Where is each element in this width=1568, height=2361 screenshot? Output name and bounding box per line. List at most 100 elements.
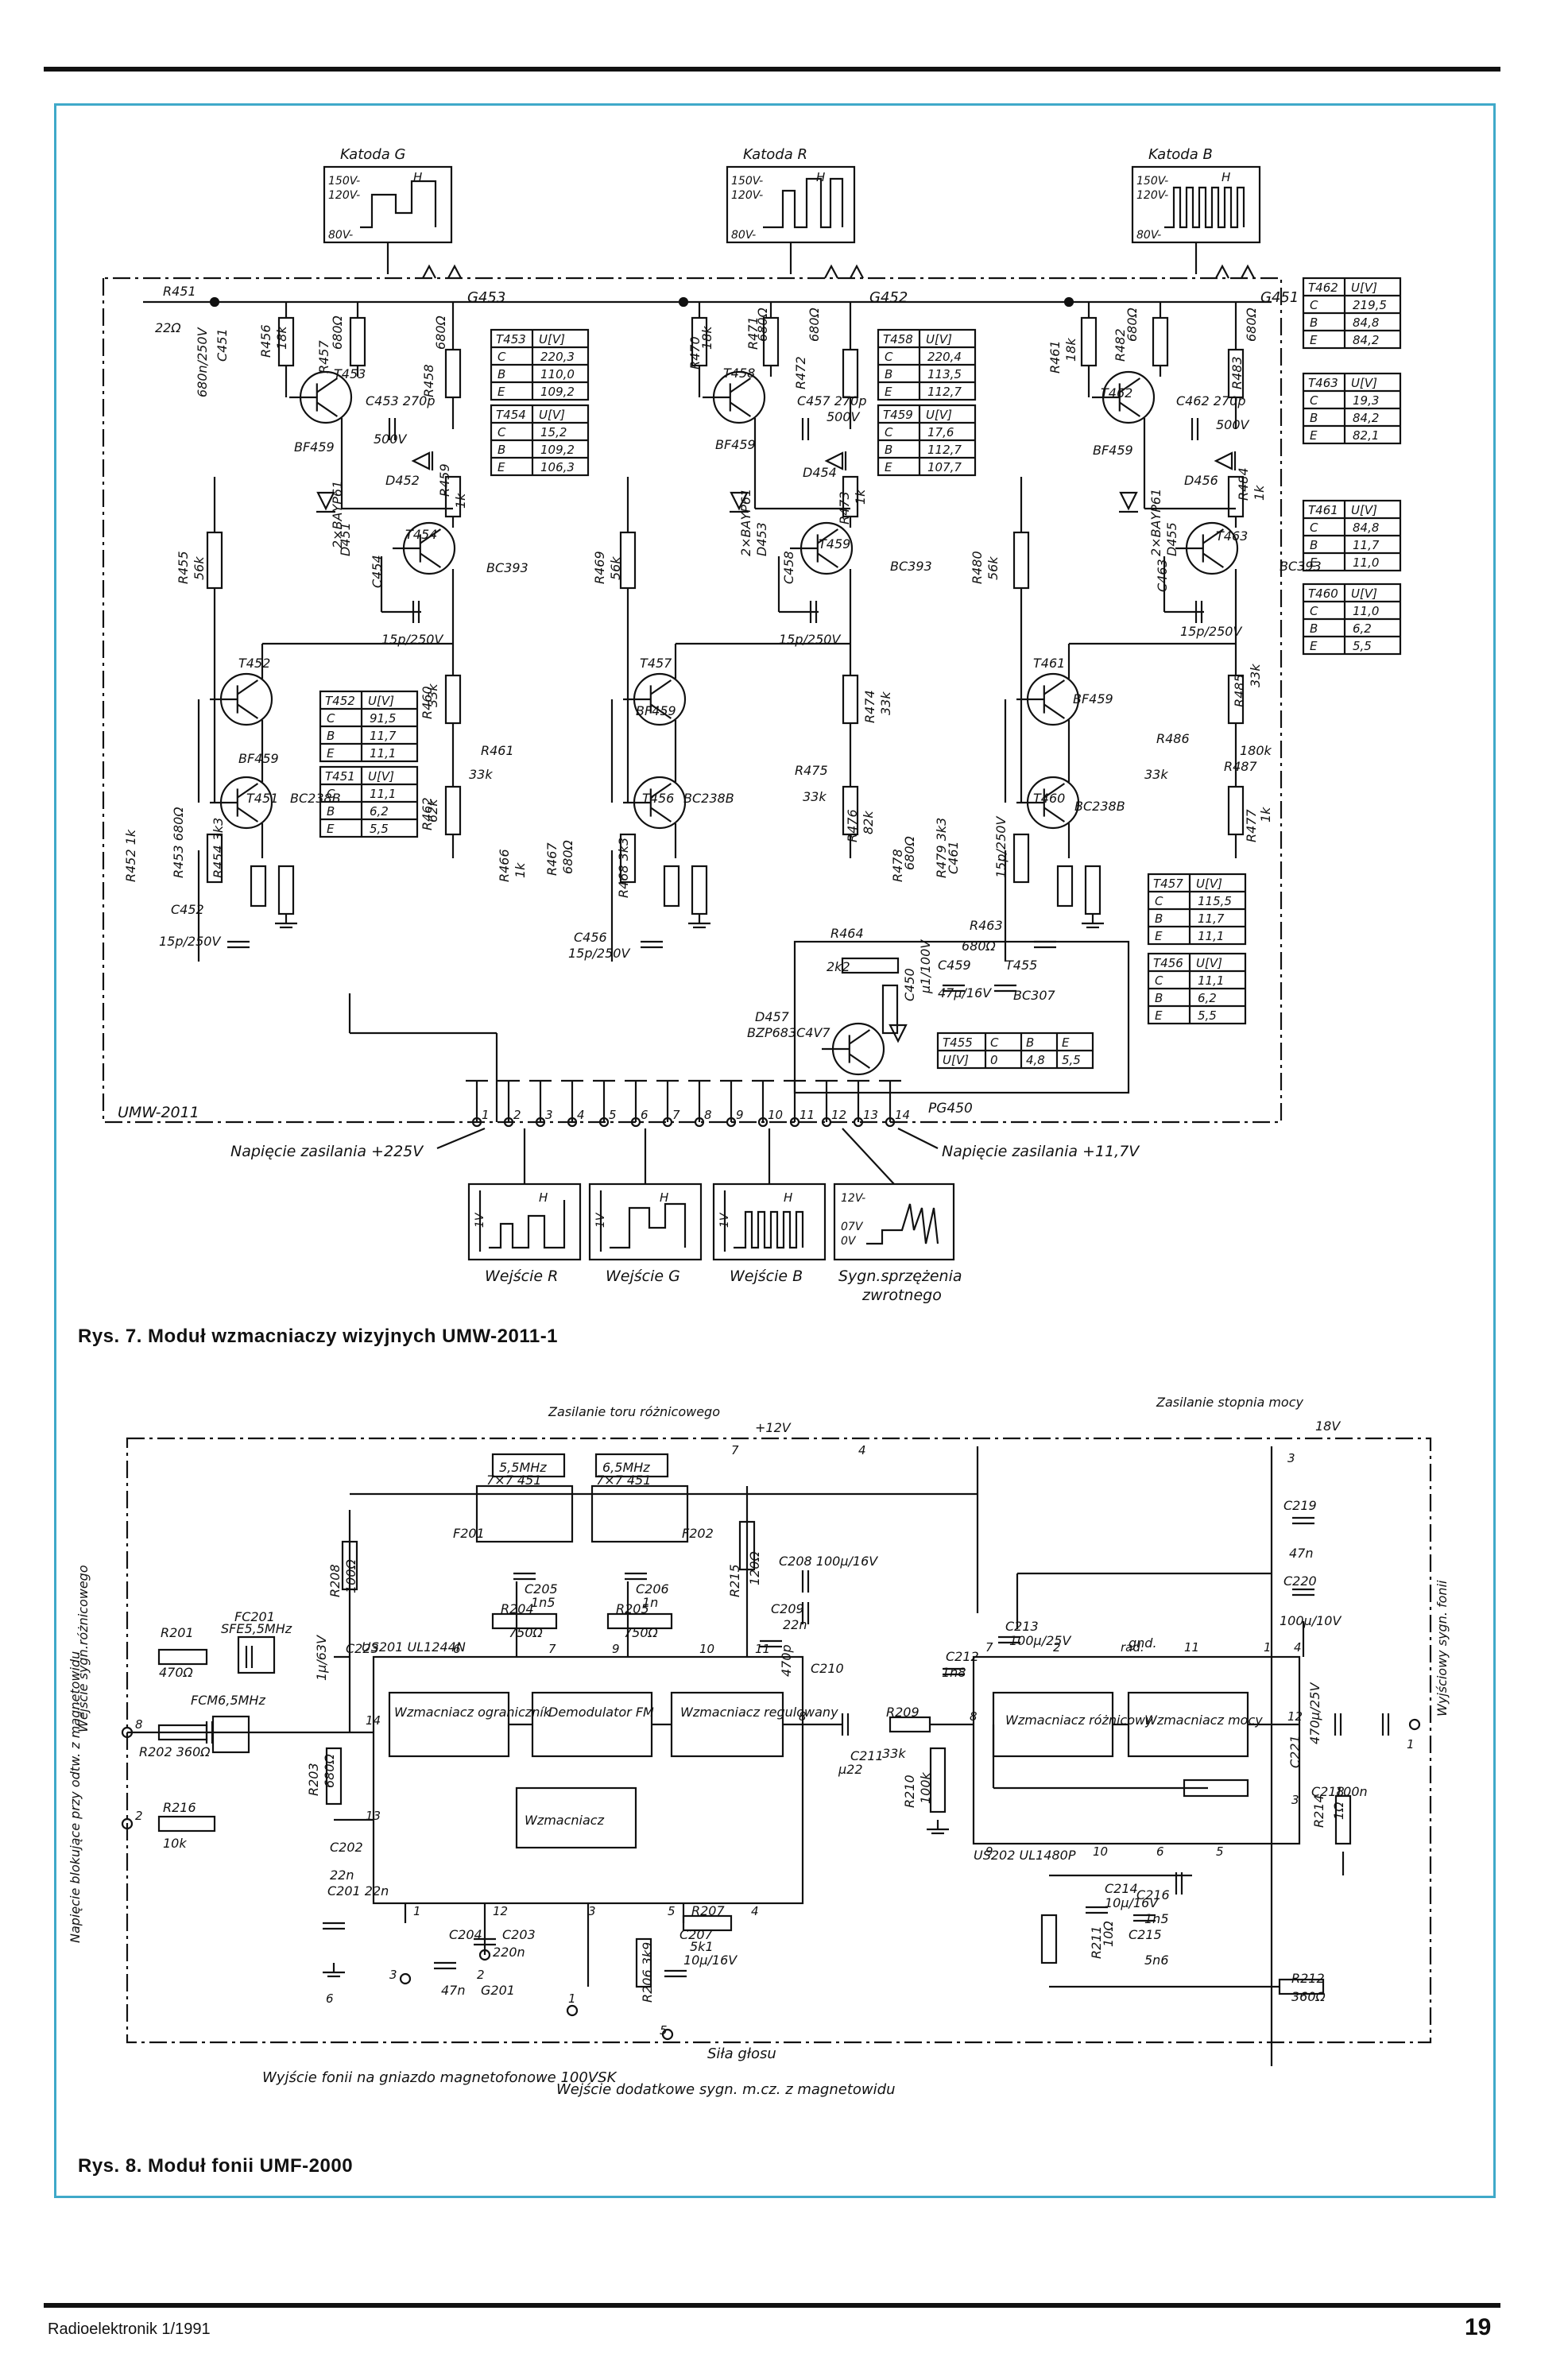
pin-number: 12 [831,1108,846,1122]
resistor [491,1612,558,1630]
component-label: 15p/250V [993,816,1009,878]
table-title: T453 [496,332,526,346]
output-terminal [1408,1718,1421,1731]
wire [1119,401,1141,417]
component-label: C214 [1105,1881,1138,1896]
component-label: H [784,1190,792,1205]
pin-number: 13 [366,1809,381,1823]
component-label: T461 [1033,656,1065,671]
component-label: 10μ/16V [683,1953,738,1968]
socket-label: G451 [1260,289,1299,306]
component-label: 22n [783,1617,807,1632]
pin-number: 3 [1287,1451,1295,1465]
pin-number: 7 [731,1443,739,1457]
component-label: 680Ω [962,939,997,954]
wire [824,264,838,279]
pin-number: 2 [513,1108,521,1122]
component-label: D453 [754,522,769,556]
component-label: BC393 [486,560,528,575]
component-label: R458 [421,364,436,397]
component-label: C204 [449,1927,482,1942]
wire [866,1203,939,1245]
resistor [341,1540,358,1591]
node [678,296,689,308]
component-label: Wzmacniacz regulowany [680,1705,838,1720]
table-title: T451 [325,769,355,784]
table-title: T452 [325,694,355,708]
component-label: Zasilanie toru różnicowego [548,1404,720,1419]
component-label: 1k [513,862,528,878]
table-key: E [1310,428,1318,443]
resistor [663,865,680,908]
component-label: T459 [819,536,850,552]
component-label: BC238B [683,791,734,806]
pin-number: 11 [755,1642,770,1656]
wire [897,1128,939,1149]
component-label: 1n5 [531,1595,556,1610]
component-label: 680n/250V [195,327,210,397]
resistor [444,348,462,399]
pin-number: 7 [985,1640,993,1655]
component-label: C219 [1283,1498,1317,1513]
component-label: C201 22n [327,1883,389,1898]
component-label: C463 [1155,559,1170,592]
resistor [691,865,708,915]
table-value: 219,5 [1353,298,1387,312]
component-label: 07V [841,1221,864,1233]
component-label: R487 [1224,759,1257,774]
component-label: 1μ/63V [314,1635,329,1681]
table-unit: U[V] [368,694,394,708]
component-label: 100μ/25V [1009,1633,1071,1648]
table-value: 107,7 [927,460,962,474]
component-label: 56k [608,556,623,580]
component-label: SFE5,5MHz [221,1621,292,1636]
component-label: Napięcie blokujące przy odtw. z magnetow… [68,1651,83,1943]
table-head: B [1026,1035,1034,1050]
wire [1164,186,1245,229]
table-value: 6,2 [370,804,389,819]
component-label: C454 [370,555,385,588]
component-label: C459 [938,958,971,973]
component-label: R468 3k3 [616,838,631,898]
component-label: R459 [437,463,452,497]
component-label: 680Ω [1125,307,1140,342]
component-label: 680Ω [807,307,822,342]
resistor [325,1747,343,1806]
pin-number: 5 [609,1108,617,1122]
table-value: 11,7 [370,729,397,743]
component-label: 470Ω [159,1665,194,1680]
component-label: 18k [1063,338,1078,362]
component-label: C457 270p [797,393,867,408]
table-unit: U[V] [926,408,952,422]
supply-block [793,940,1130,1094]
component-label: FC201 [234,1609,275,1624]
wire [237,703,259,719]
wire [817,528,839,544]
pin-number: 11 [799,1108,815,1122]
component-label: R462 [420,797,435,830]
component-label: R483 [1229,356,1245,389]
table-key: C [885,425,893,439]
component-label: μ1/100V [918,939,933,994]
component-label: C203 [502,1927,536,1942]
component-label: R204 [501,1601,534,1616]
pin-number: 6 [326,1991,334,2006]
component-label: D451 [338,522,353,556]
wire [360,180,437,229]
table-unit: U[V] [1351,586,1377,601]
component-label: R452 1k [123,829,138,882]
caption-fig7: Rys. 7. Moduł wzmacniaczy wizyjnych UMW-… [78,1326,559,1347]
pin-number: 14 [366,1713,381,1728]
table-key: C [885,350,893,364]
wire [763,177,844,229]
component-label: BF459 [294,439,335,455]
pin-number: 5 [668,1904,676,1918]
table-key: C [1310,604,1318,618]
component-label: R460 [420,686,435,719]
pin-number: rad. [1121,1640,1144,1655]
table-value: 220,3 [540,350,575,364]
component-label: 1k [1258,807,1273,822]
component-label: 7×7 451 [596,1473,651,1488]
component-label: R480 [970,551,985,584]
